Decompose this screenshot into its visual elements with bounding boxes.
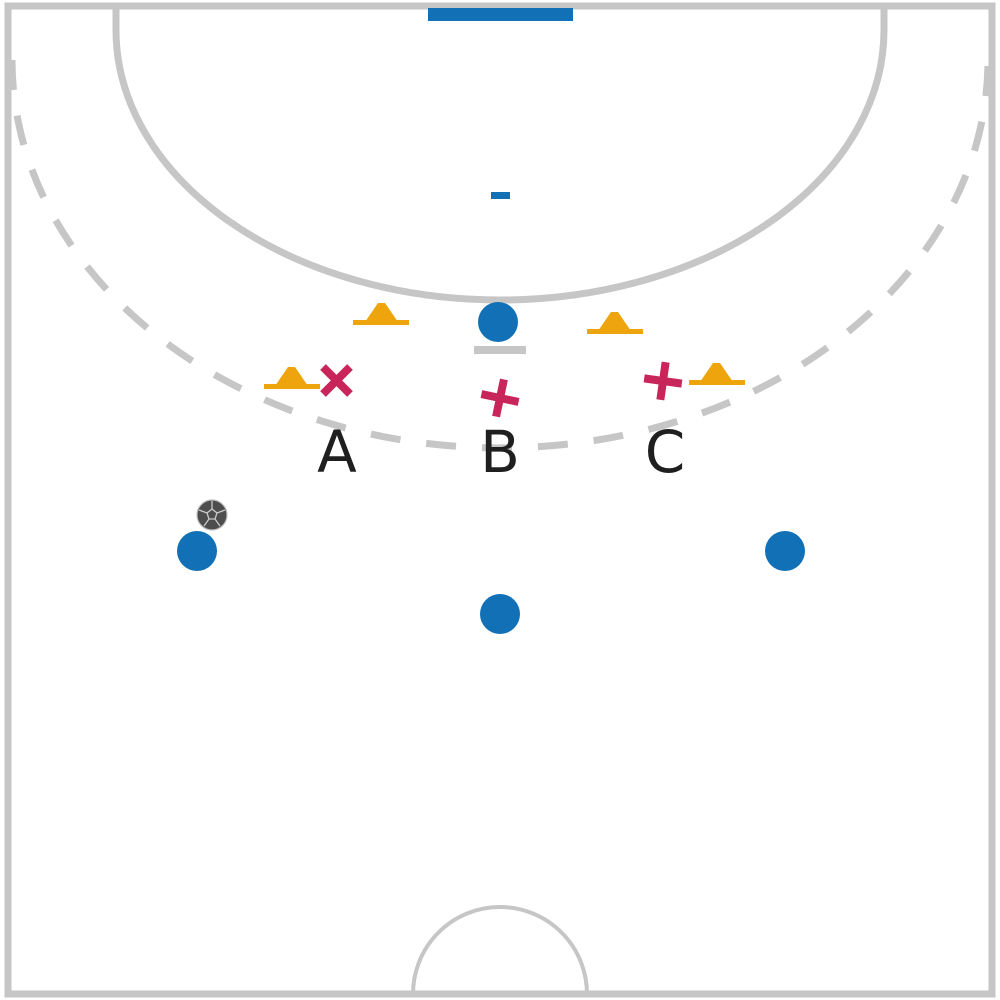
zone-label-a: A [317,418,357,486]
handball-icon [196,499,228,531]
cone [587,312,643,334]
cone [353,303,409,325]
free-throw-line [8,59,992,452]
goal [428,8,573,21]
zone-label-b: B [480,418,520,486]
attacker-plus-mark [643,361,683,401]
player-right-back [765,531,805,571]
goalkeeper-line-marker [491,192,510,199]
zone-label-c: C [645,418,686,486]
cone [264,367,320,389]
attacker-x-mark [320,364,353,397]
center-circle [411,905,589,995]
player-defender [478,302,518,342]
cone [689,363,745,385]
coach-stand-marker [474,346,526,354]
attacker-plus-mark [480,378,520,418]
player-left-back [177,531,217,571]
goal-area-line [112,8,888,304]
player-center-back [480,594,520,634]
